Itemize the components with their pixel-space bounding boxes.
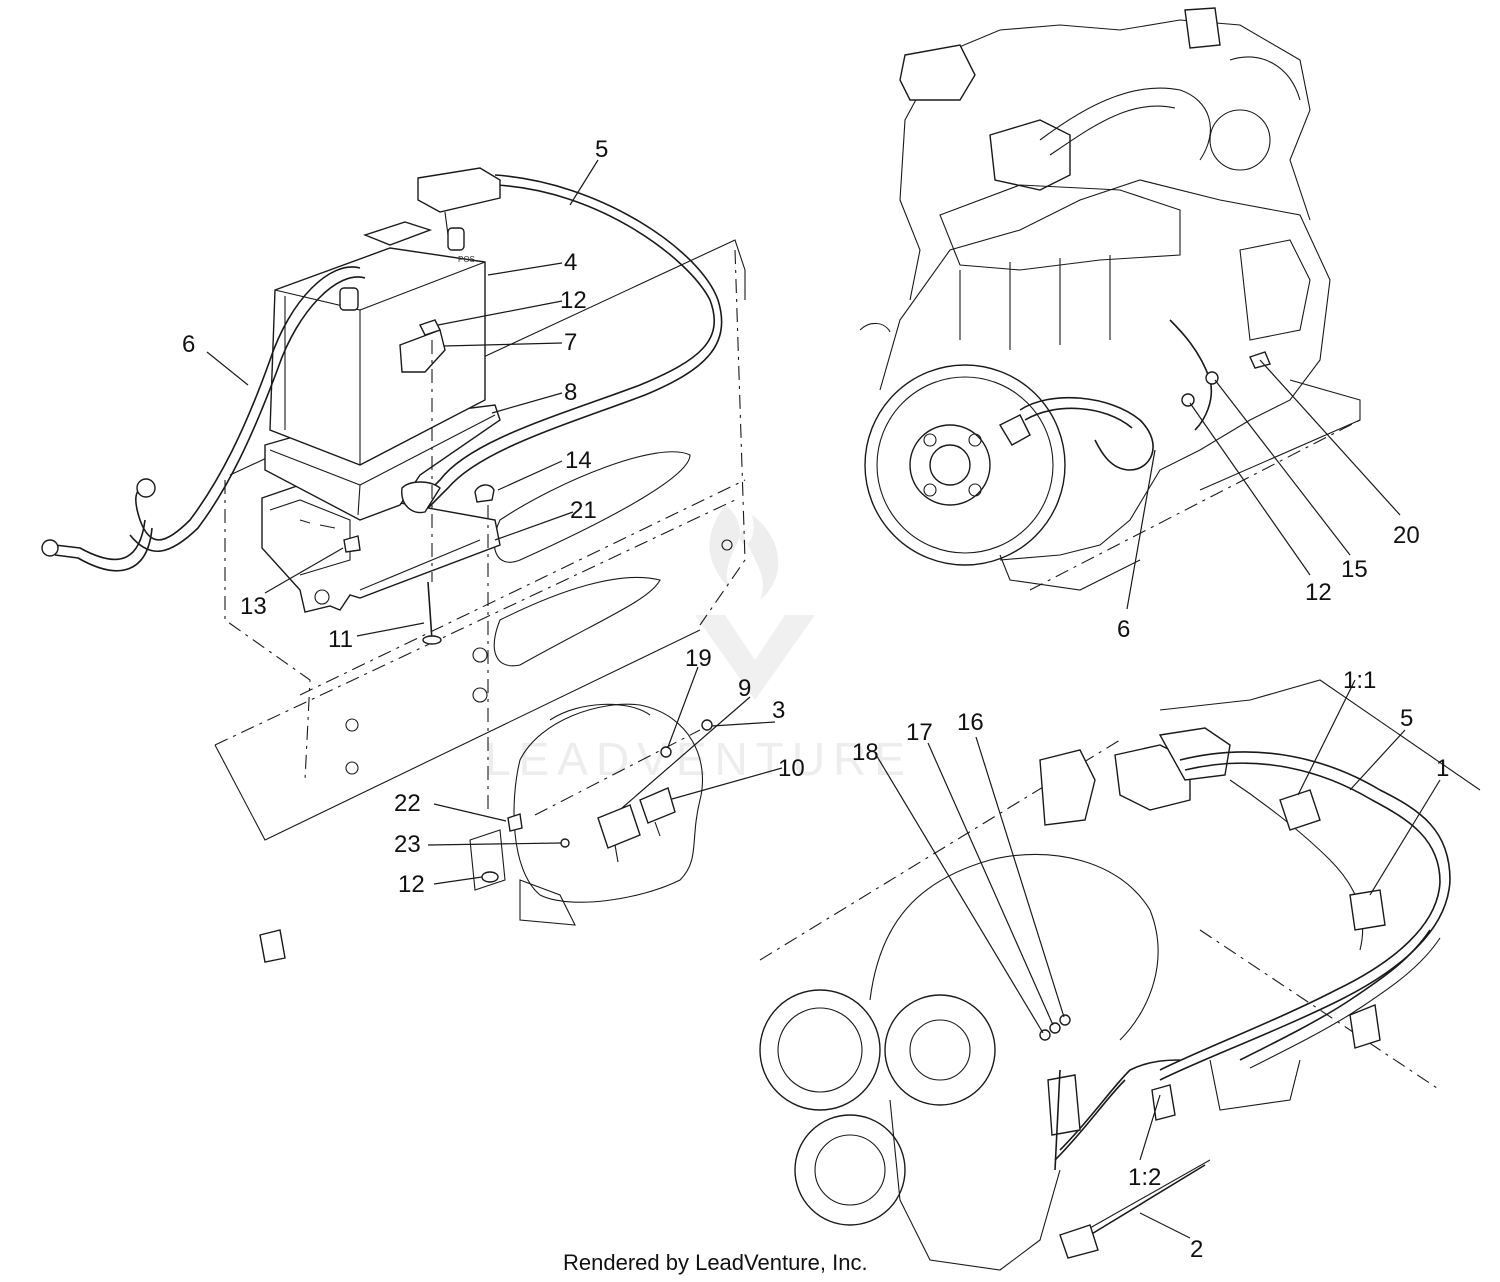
engine-top-view (859, 7, 1361, 591)
battery-bracket (261, 484, 501, 613)
render-credit: Rendered by LeadVenture, Inc. (563, 1250, 868, 1275)
relay-assembly (469, 703, 713, 926)
callout-15: 15 (1341, 556, 1368, 583)
callout-12-engine: 12 (1305, 579, 1332, 606)
callout-22: 22 (394, 790, 421, 817)
callout-1-1: 1:1 (1343, 667, 1376, 694)
watermark: LEADVENTURE (485, 505, 913, 785)
callout-6-engine: 6 (1117, 616, 1130, 643)
callout-5: 5 (595, 136, 608, 163)
callout-5-harness: 5 (1400, 705, 1413, 732)
callout-9: 9 (738, 675, 751, 702)
negative-cable (41, 266, 366, 572)
callout-1-2: 1:2 (1128, 1164, 1161, 1191)
battery-hardware (343, 319, 495, 810)
callout-10: 10 (778, 755, 805, 782)
callout-13: 13 (240, 593, 267, 620)
callout-12-relay: 12 (398, 871, 425, 898)
callout-6-battery: 6 (182, 331, 195, 358)
callout-17: 17 (906, 719, 933, 746)
callout-20: 20 (1393, 522, 1420, 549)
battery: POS (269, 221, 486, 466)
callout-19: 19 (685, 645, 712, 672)
engine-harness-view (259, 679, 1481, 1271)
callout-23: 23 (394, 831, 421, 858)
callout-12-battery: 12 (560, 287, 587, 314)
callout-8: 8 (564, 379, 577, 406)
callout-3: 3 (772, 697, 785, 724)
leader-lines (206, 159, 1441, 1239)
callout-1: 1 (1436, 755, 1449, 782)
callout-16: 16 (957, 709, 984, 736)
watermark-text: LEADVENTURE (485, 733, 913, 785)
svg-text:POS: POS (458, 255, 475, 264)
callout-labels: 5 4 12 7 8 14 21 6 13 11 19 9 3 10 22 23… (182, 136, 1449, 1263)
frame-plate (214, 239, 746, 841)
callout-21: 21 (570, 497, 597, 524)
callout-14: 14 (565, 447, 592, 474)
callout-4: 4 (564, 249, 577, 276)
positive-cable (401, 167, 723, 514)
callout-18: 18 (852, 739, 879, 766)
callout-2: 2 (1190, 1236, 1203, 1263)
callout-11: 11 (328, 626, 353, 653)
callout-7: 7 (564, 329, 577, 356)
